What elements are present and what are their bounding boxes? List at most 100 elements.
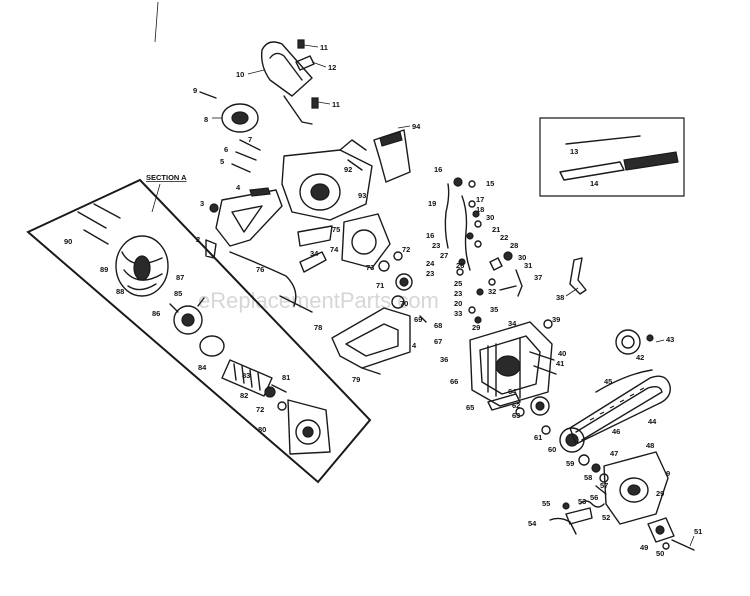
callout-48: 48 bbox=[646, 441, 654, 450]
washer-39 bbox=[543, 319, 553, 329]
callout-36: 36 bbox=[440, 355, 448, 364]
callout-27: 27 bbox=[440, 251, 448, 260]
screw-6 bbox=[235, 151, 257, 161]
callout-60: 60 bbox=[548, 445, 556, 454]
bolt-56 bbox=[595, 485, 607, 495]
main-housing-93 bbox=[281, 139, 373, 221]
callout-57: 57 bbox=[600, 481, 608, 490]
clamp-12 bbox=[295, 55, 315, 71]
gasket-74 bbox=[341, 213, 391, 269]
callout-82: 82 bbox=[240, 391, 248, 400]
callout-4b: 4 bbox=[412, 341, 417, 350]
callout-18: 18 bbox=[476, 205, 484, 214]
callout-20: 20 bbox=[454, 299, 462, 308]
callout-23c: 23 bbox=[454, 289, 462, 298]
callout-51: 51 bbox=[694, 527, 702, 536]
callout-29b: 29 bbox=[656, 489, 664, 498]
callout-41: 41 bbox=[556, 359, 564, 368]
callout-25: 25 bbox=[454, 279, 462, 288]
callout-61: 61 bbox=[534, 433, 542, 442]
callout-33: 33 bbox=[454, 309, 462, 318]
callout-17: 17 bbox=[476, 195, 484, 204]
washer-59 bbox=[578, 454, 590, 466]
strip-77 bbox=[279, 295, 313, 313]
callout-29: 29 bbox=[472, 323, 480, 332]
field-assembly-88 bbox=[115, 235, 169, 297]
chain-45 bbox=[595, 369, 653, 393]
seal-73 bbox=[378, 260, 390, 272]
screw-3 bbox=[209, 203, 219, 213]
callout-64: 64 bbox=[508, 387, 517, 396]
section-a-group: SECTION A bbox=[26, 173, 372, 484]
gasket-65 bbox=[487, 393, 521, 411]
callout-38: 38 bbox=[556, 293, 564, 302]
callout-92: 92 bbox=[344, 165, 352, 174]
callout-53: 53 bbox=[578, 497, 586, 506]
screw-90a bbox=[77, 211, 107, 229]
callout-89: 89 bbox=[100, 265, 108, 274]
lever-54 bbox=[549, 517, 577, 535]
callout-70: 70 bbox=[400, 299, 408, 308]
callout-76: 76 bbox=[256, 265, 264, 274]
callout-47: 47 bbox=[610, 449, 618, 458]
motor-housing-80 bbox=[287, 399, 331, 455]
washer-72 bbox=[393, 251, 403, 261]
callout-59: 59 bbox=[566, 459, 574, 468]
callout-69: 69 bbox=[414, 315, 422, 324]
pin-69 bbox=[419, 315, 427, 323]
guide-bar-44 bbox=[569, 375, 671, 445]
screw-11-mid bbox=[311, 97, 319, 109]
callout-43: 43 bbox=[666, 335, 674, 344]
inset-frame bbox=[539, 117, 685, 197]
callout-93: 93 bbox=[358, 191, 366, 200]
callout-63: 63 bbox=[512, 411, 520, 420]
callout-24: 24 bbox=[426, 259, 435, 268]
callout-21: 21 bbox=[492, 225, 500, 234]
screw-79 bbox=[361, 367, 381, 375]
screw-90b bbox=[93, 203, 121, 219]
callout-50: 50 bbox=[656, 549, 664, 558]
callout-62: 62 bbox=[512, 401, 520, 410]
callout-72a: 72 bbox=[402, 245, 410, 254]
callouts: 11 12 11 10 9 8 7 6 5 4 3 2 92 93 94 75 … bbox=[64, 43, 702, 558]
stray-mark bbox=[154, 1, 159, 43]
callout-22: 22 bbox=[500, 233, 508, 242]
ring-84 bbox=[199, 335, 225, 357]
knob-49 bbox=[647, 517, 675, 543]
screw-7 bbox=[239, 139, 261, 151]
bolt-41 bbox=[533, 365, 557, 375]
callout-83: 83 bbox=[242, 371, 250, 380]
section-a-title: SECTION A bbox=[146, 173, 187, 182]
callout-16b: 16 bbox=[426, 231, 434, 240]
washer-61 bbox=[541, 425, 551, 435]
callout-85: 85 bbox=[174, 289, 182, 298]
file-14 bbox=[559, 151, 679, 181]
callout-15: 15 bbox=[486, 179, 494, 188]
callout-7: 7 bbox=[248, 135, 252, 144]
bearing-70 bbox=[391, 295, 405, 309]
callout-84: 84 bbox=[198, 363, 207, 372]
callout-28: 28 bbox=[510, 241, 518, 250]
pin-55 bbox=[562, 502, 570, 510]
callout-88: 88 bbox=[116, 287, 124, 296]
callout-19: 19 bbox=[428, 199, 436, 208]
bearing-81 bbox=[264, 386, 276, 398]
rivet-43 bbox=[646, 334, 654, 342]
rear-handle-4 bbox=[215, 187, 283, 247]
callout-75: 75 bbox=[332, 225, 340, 234]
front-handle-10 bbox=[260, 41, 313, 125]
callout-65: 65 bbox=[466, 403, 474, 412]
cover-78 bbox=[331, 307, 411, 369]
callout-3: 3 bbox=[200, 199, 204, 208]
callout-34a: 34 bbox=[310, 249, 319, 258]
callout-71: 71 bbox=[376, 281, 384, 290]
callout-11b: 11 bbox=[332, 100, 340, 109]
callout-81: 81 bbox=[282, 373, 290, 382]
callout-49: 49 bbox=[640, 543, 648, 552]
callout-30b: 30 bbox=[518, 253, 526, 262]
bolt-51 bbox=[671, 539, 695, 551]
callout-5: 5 bbox=[220, 157, 224, 166]
callout-78: 78 bbox=[314, 323, 322, 332]
spring-52 bbox=[579, 500, 605, 508]
callout-72b: 72 bbox=[256, 405, 264, 414]
